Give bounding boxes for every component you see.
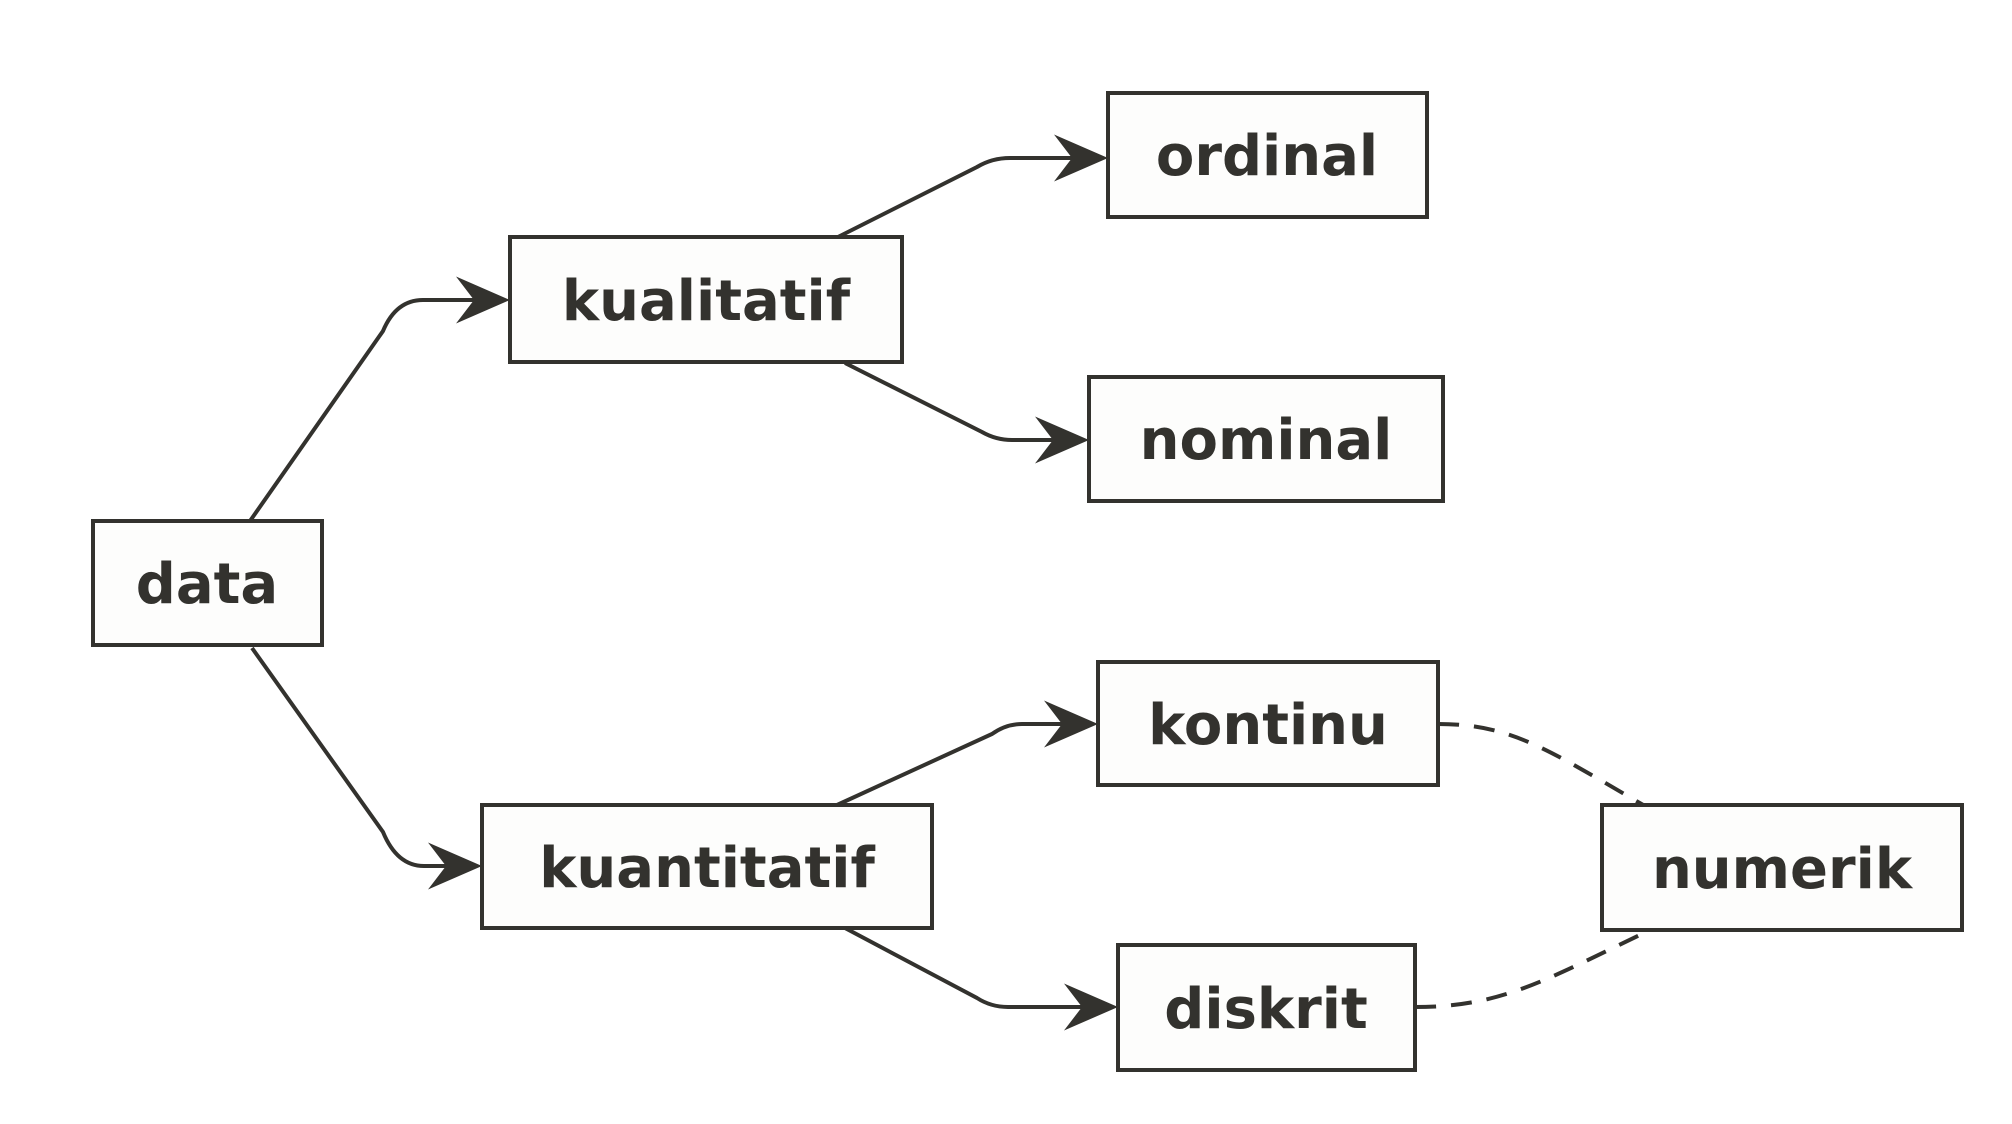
- edge-data-kualitatif: [248, 276, 510, 523]
- edge-kontinu-numerik: [1437, 722, 1647, 808]
- node-diskrit-label: diskrit: [1164, 977, 1367, 1042]
- edge-data-kuantitatif: [250, 646, 482, 890]
- edge-kualitatif-ordinal: [837, 134, 1108, 239]
- node-ordinal-box: [1106, 91, 1429, 219]
- nodes-layer: data kualitatif ordinal nominal kuantita…: [91, 91, 1964, 1072]
- node-kualitatif: kualitatif: [508, 235, 904, 364]
- node-kuantitatif: kuantitatif: [480, 803, 934, 930]
- node-kontinu: kontinu: [1096, 660, 1440, 787]
- node-kontinu-label: kontinu: [1148, 693, 1388, 758]
- node-numerik-label: numerik: [1652, 837, 1914, 902]
- node-data-label: data: [136, 552, 278, 617]
- node-ordinal-label: ordinal: [1156, 124, 1378, 189]
- edge-kuantitatif-kontinu: [836, 700, 1098, 807]
- node-kuantitatif-box: [480, 803, 934, 930]
- node-diskrit-box: [1116, 943, 1417, 1072]
- node-kualitatif-box: [508, 235, 904, 364]
- node-ordinal: ordinal: [1106, 91, 1429, 219]
- node-numerik-box: [1600, 803, 1964, 932]
- node-nominal-label: nominal: [1140, 408, 1393, 473]
- edge-kuantitatif-diskrit: [844, 926, 1118, 1031]
- edge-diskrit-numerik: [1414, 929, 1649, 1009]
- edges-layer: [248, 134, 1649, 1031]
- node-diskrit: diskrit: [1116, 943, 1417, 1072]
- node-kontinu-box: [1096, 660, 1440, 787]
- node-nominal-box: [1087, 375, 1445, 503]
- node-kuantitatif-label: kuantitatif: [539, 836, 875, 901]
- node-data-box: [91, 519, 324, 647]
- node-numerik: numerik: [1600, 803, 1964, 932]
- node-nominal: nominal: [1087, 375, 1445, 503]
- edge-kualitatif-nominal: [844, 361, 1089, 464]
- node-data: data: [91, 519, 324, 647]
- node-kualitatif-label: kualitatif: [562, 269, 851, 334]
